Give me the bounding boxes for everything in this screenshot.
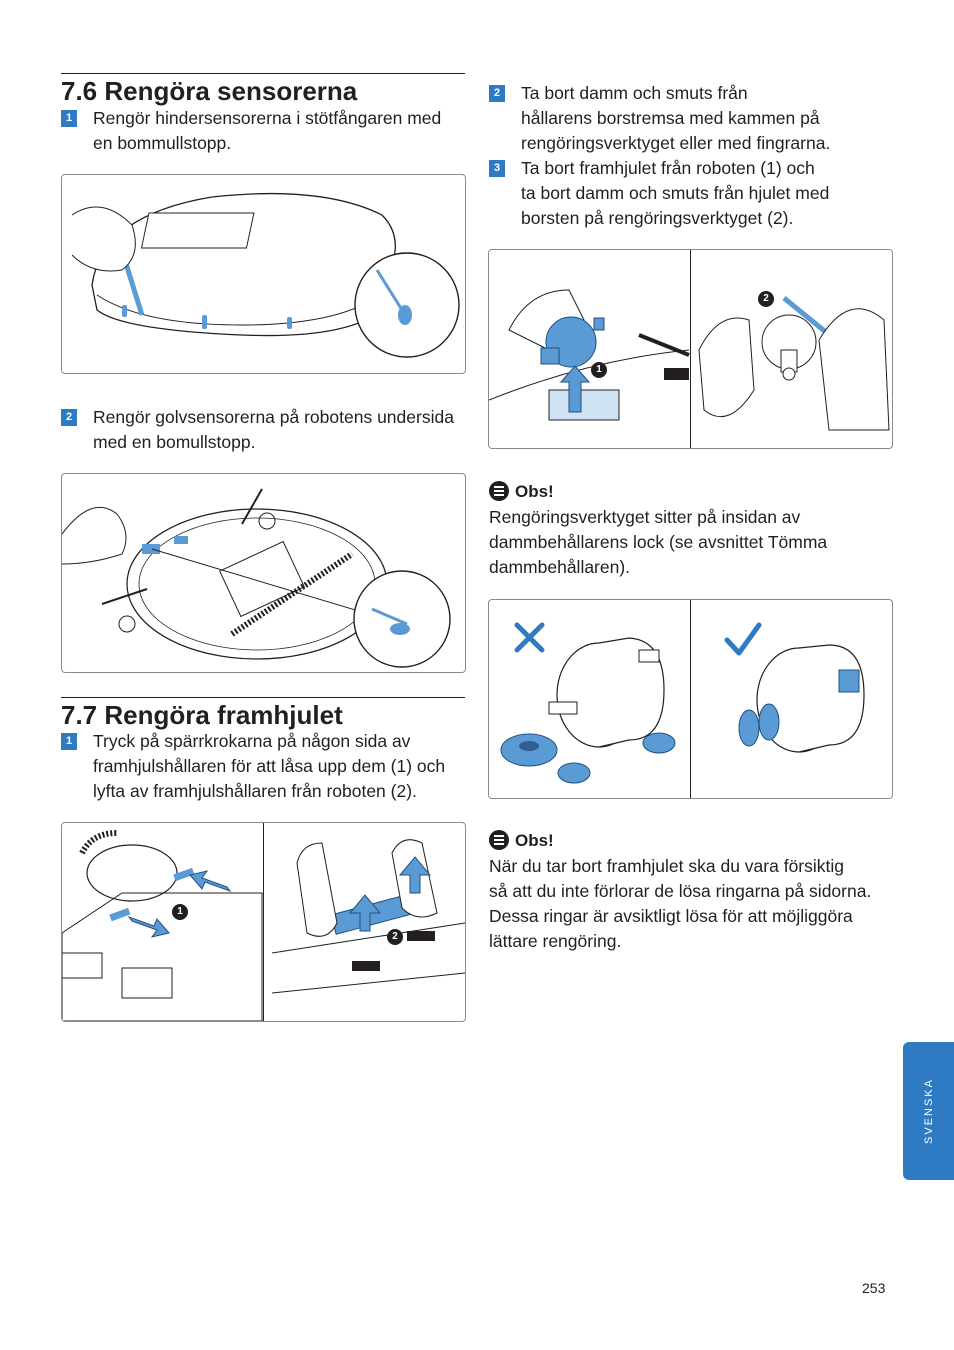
arrow-up-icon: [398, 856, 432, 894]
arrow-up-icon: [559, 365, 591, 413]
figure-marker: 2: [387, 929, 403, 945]
figure-marker: 1: [591, 362, 607, 378]
robot-underside-illustration: [62, 488, 451, 668]
arrow-right-icon: [127, 915, 170, 938]
arrow-right-icon: [189, 870, 232, 893]
wheel-holder-illustration: [62, 830, 465, 1021]
step-number-badge: 1: [61, 110, 77, 127]
step-text-line: ta bort damm och smuts från hjulet med: [521, 183, 830, 203]
step-text-line: Ta bort damm och smuts från: [521, 83, 748, 103]
step-text-line: Rengör golvsensorerna på robotens unders…: [93, 407, 454, 427]
section-rule: [61, 697, 465, 698]
note-text-line: dammbehållarens lock (se avsnittet Tömma: [489, 532, 828, 552]
step-right-2: 2 Ta bort damm och smuts från hållarens …: [489, 81, 899, 156]
step-text-line: Ta bort framhjulet från roboten (1) och: [521, 158, 815, 178]
step-text-line: Rengör hindersensorerna i stötfångaren m…: [93, 108, 442, 128]
step-text-line: borsten på rengöringsverktyget (2).: [521, 208, 794, 228]
note-text-line: Rengöringsverktyget sitter på insidan av: [489, 507, 801, 527]
step-text-line: framhjulshållaren för att låsa upp dem (…: [93, 756, 446, 776]
page-number: 253: [862, 1280, 886, 1296]
figure-divider: [690, 250, 691, 448]
note-heading: Obs!: [489, 481, 554, 503]
note-text-line: dammbehållaren).: [489, 557, 631, 577]
step-text-line: rengöringsverktyget eller med fingrarna.: [521, 133, 831, 153]
step-text-line: lyfta av framhjulshållaren från roboten …: [93, 781, 417, 801]
note-text: Rengöringsverktyget sitter på insidan av…: [489, 505, 899, 580]
figure-divider: [263, 823, 264, 1021]
step-number-badge: 1: [61, 733, 77, 750]
figure-front-wheel: 1 2: [488, 249, 893, 449]
section-rule: [61, 73, 465, 74]
step-number-badge: 2: [61, 409, 77, 426]
note-heading: Obs!: [489, 830, 554, 852]
step-7-7-1: 1 Tryck på spärrkrokarna på någon sida a…: [61, 729, 466, 804]
note-text-line: När du tar bort framhjulet ska du vara f…: [489, 856, 845, 876]
arrow-up-icon: [348, 894, 382, 932]
figure-marker: 2: [758, 291, 774, 307]
step-7-6-1: 1 Rengör hindersensorerna i stötfångaren…: [61, 106, 466, 156]
note-icon: [489, 481, 509, 501]
check-icon: [724, 622, 762, 656]
robot-bumper-illustration: [71, 192, 460, 358]
figure-wheel-holder: 1 2: [61, 822, 466, 1022]
step-right-3: 3 Ta bort framhjulet från roboten (1) oc…: [489, 156, 899, 231]
step-number-badge: 3: [489, 160, 505, 177]
front-wheel-illustration: [489, 289, 890, 431]
wheel-rings-illustration: [500, 622, 865, 784]
figure-wheel-rings: [488, 599, 893, 799]
step-text-line: en bommullstopp.: [93, 133, 232, 153]
language-label: SVENSKA: [922, 1078, 935, 1144]
note-icon: [489, 830, 509, 850]
language-tab: SVENSKA: [903, 1042, 954, 1180]
figure-floor-sensors: [61, 473, 466, 673]
step-number-badge: 2: [489, 85, 505, 102]
figure-marker: 1: [172, 904, 188, 920]
note-text-line: så att du inte förlorar de lösa ringarna…: [489, 881, 872, 901]
note-text-line: Dessa ringar är avsiktligt lösa för att …: [489, 906, 853, 926]
step-text-line: Tryck på spärrkrokarna på någon sida av: [93, 731, 411, 751]
cross-icon: [514, 622, 545, 653]
figure-divider: [690, 600, 691, 798]
step-7-6-2: 2 Rengör golvsensorerna på robotens unde…: [61, 405, 466, 455]
section-title-7-6: 7.6 Rengöra sensorerna: [61, 76, 358, 106]
note-text: När du tar bort framhjulet ska du vara f…: [489, 854, 899, 954]
section-title-7-7: 7.7 Rengöra framhjulet: [61, 700, 343, 730]
step-text-line: med en bomullstopp.: [93, 432, 256, 452]
step-text-line: hållarens borstremsa med kammen på: [521, 108, 820, 128]
note-text-line: lättare rengöring.: [489, 931, 622, 951]
figure-bumper-sensors: [61, 174, 466, 374]
